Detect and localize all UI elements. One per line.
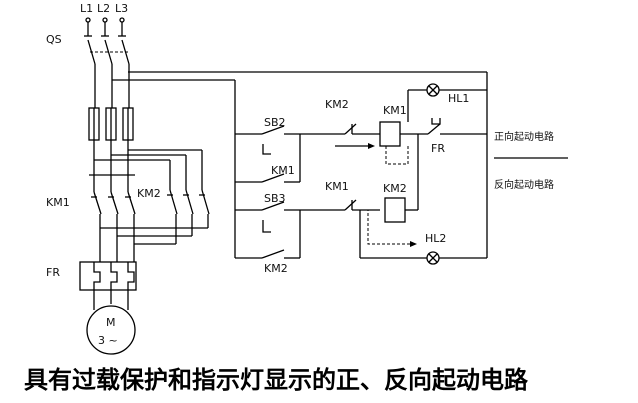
label-reverse-circuit: 反向起动电路 — [494, 178, 554, 191]
terminal-l1 — [85, 17, 91, 23]
sb3-button — [235, 201, 345, 233]
label-km2-main: KM2 — [137, 187, 161, 200]
km1-coil — [379, 121, 428, 147]
diagram-caption: 具有过载保护和指示灯显示的正、反向起动电路 — [24, 366, 529, 394]
label-hl1: HL1 — [448, 92, 469, 105]
km2-holding-contact — [235, 210, 301, 259]
label-hl2: HL2 — [425, 232, 446, 245]
km2-interlock-contact — [335, 123, 380, 149]
fr-contact — [427, 118, 487, 135]
fr-thermal-relay — [79, 261, 137, 291]
label-fr-main: FR — [46, 266, 60, 279]
reverse-dashed-path — [367, 209, 410, 245]
label-sb3: SB3 — [264, 192, 286, 205]
label-km2-hold: KM2 — [264, 262, 288, 275]
hl1-lamp — [407, 83, 487, 122]
label-forward-circuit: 正向起动电路 — [494, 130, 554, 143]
motor-label: M — [106, 316, 116, 329]
km1-holding-contact — [235, 134, 301, 183]
legend: 正向起动电路 反向起动电路 — [494, 130, 568, 191]
label-km2-coil: KM2 — [383, 182, 407, 195]
terminal-l2 — [102, 17, 108, 23]
label-km1-hold: KM1 — [271, 164, 295, 177]
label-km1-interlock: KM1 — [325, 180, 349, 193]
km1-main-contacts — [89, 174, 136, 262]
forward-dashed-path — [385, 146, 409, 165]
label-fr-contact: FR — [431, 142, 445, 155]
main-fuses — [88, 107, 134, 141]
label-qs: QS — [46, 33, 62, 46]
label-l3: L3 — [115, 2, 128, 15]
sb2-button — [235, 125, 345, 155]
terminal-l3 — [119, 17, 125, 23]
motor-phase-label: 3 ~ — [98, 334, 118, 347]
label-l2: L2 — [97, 2, 110, 15]
label-l1: L1 — [80, 2, 93, 15]
label-km2-interlock: KM2 — [325, 98, 349, 111]
label-sb2: SB2 — [264, 116, 286, 129]
km2-coil — [384, 134, 419, 223]
km1-interlock-contact — [344, 199, 380, 211]
label-km1-main: KM1 — [46, 196, 70, 209]
km2-main-contacts — [94, 149, 210, 245]
control-circuit: SB2 KM1 KM2 KM1 — [112, 71, 488, 275]
label-km1-coil: KM1 — [383, 104, 407, 117]
hl2-lamp — [359, 210, 487, 265]
reverse-arrow — [410, 241, 417, 247]
qs-switch — [84, 35, 130, 65]
power-circuit: L1 L2 L3 QS — [46, 2, 210, 355]
motor: M 3 ~ — [86, 305, 136, 355]
